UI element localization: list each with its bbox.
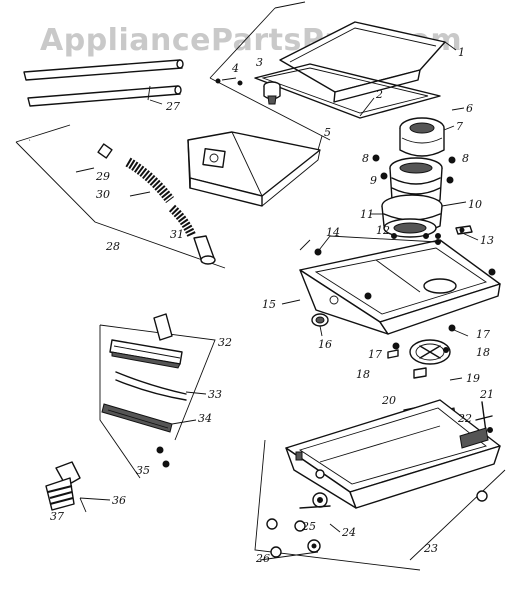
brush-strip-34	[101, 403, 173, 433]
hose-cuff-31	[193, 235, 216, 265]
caster-parts-25-26	[259, 518, 321, 561]
group-bracket-lines	[15, 1, 506, 571]
callout-32: 32	[218, 336, 232, 349]
squeegee-33	[115, 371, 187, 401]
callout-18a: 18	[476, 346, 490, 359]
callout-13: 13	[480, 234, 494, 247]
float-19	[409, 339, 451, 379]
callout-5: 5	[324, 126, 331, 139]
callout-7: 7	[456, 120, 463, 133]
callout-9: 9	[370, 174, 377, 187]
callout-2: 2	[375, 88, 383, 101]
hose-30	[125, 157, 197, 238]
callout-30: 30	[96, 188, 110, 201]
callout-36: 36	[112, 494, 126, 507]
callout-28: 28	[105, 240, 120, 253]
clip-13	[455, 225, 473, 235]
callout-20: 20	[381, 394, 396, 407]
callout-26: 26	[255, 552, 270, 565]
callout-23: 23	[423, 542, 438, 555]
motor-cap-7	[399, 117, 445, 157]
callout-17a: 17	[476, 328, 490, 341]
callout-24: 24	[341, 526, 356, 539]
callout-37: 37	[50, 510, 64, 523]
screws-14	[314, 239, 496, 276]
caster-24	[299, 492, 331, 509]
lower-tank-23	[285, 399, 501, 509]
knob-3	[263, 81, 281, 105]
extension-wands-27	[23, 59, 184, 107]
motor-screws-8-9-12	[372, 154, 456, 239]
callout-35: 35	[136, 464, 150, 477]
callout-12: 12	[376, 224, 390, 237]
filter-box-5	[187, 131, 321, 207]
callout-14: 14	[326, 226, 340, 239]
callout-19: 19	[466, 372, 480, 385]
lid-assembly-1	[279, 21, 446, 103]
callout-27: 27	[165, 100, 180, 113]
callout-6: 6	[466, 102, 473, 115]
plug-16	[311, 313, 329, 327]
leader-lines	[75, 41, 479, 533]
callout-8a: 8	[362, 152, 369, 165]
upper-tray-15	[299, 239, 501, 335]
floor-nozzle-32	[109, 313, 183, 369]
screws-4	[215, 77, 243, 86]
callout-31: 31	[170, 228, 184, 241]
crevice-tool-37	[45, 461, 111, 513]
callout-33: 33	[208, 388, 222, 401]
latch-21	[475, 401, 493, 433]
callout-15: 15	[262, 298, 276, 311]
callout-21: 21	[479, 388, 494, 401]
fasteners-17-18	[387, 324, 456, 359]
callout-18b: 18	[356, 368, 370, 381]
callout-3: 3	[256, 56, 263, 69]
motor-base-11	[383, 218, 437, 238]
callout-1: 1	[458, 46, 465, 59]
callout-10: 10	[468, 198, 482, 211]
hose-29	[29, 133, 113, 159]
callout-25: 25	[301, 520, 316, 533]
screws-35	[156, 446, 170, 468]
callout-34: 34	[198, 412, 212, 425]
callout-8b: 8	[462, 152, 469, 165]
filter-gasket-2	[254, 63, 441, 119]
callout-17b: 17	[368, 348, 382, 361]
callout-16: 16	[318, 338, 332, 351]
callout-11: 11	[360, 208, 374, 221]
callout-labels: 1 2 3 4 5 6 7 8 8 9 10 11 12 13 14 15 16…	[50, 46, 494, 565]
callout-22: 22	[457, 412, 472, 425]
callout-29: 29	[95, 170, 110, 183]
callout-4: 4	[231, 62, 239, 75]
